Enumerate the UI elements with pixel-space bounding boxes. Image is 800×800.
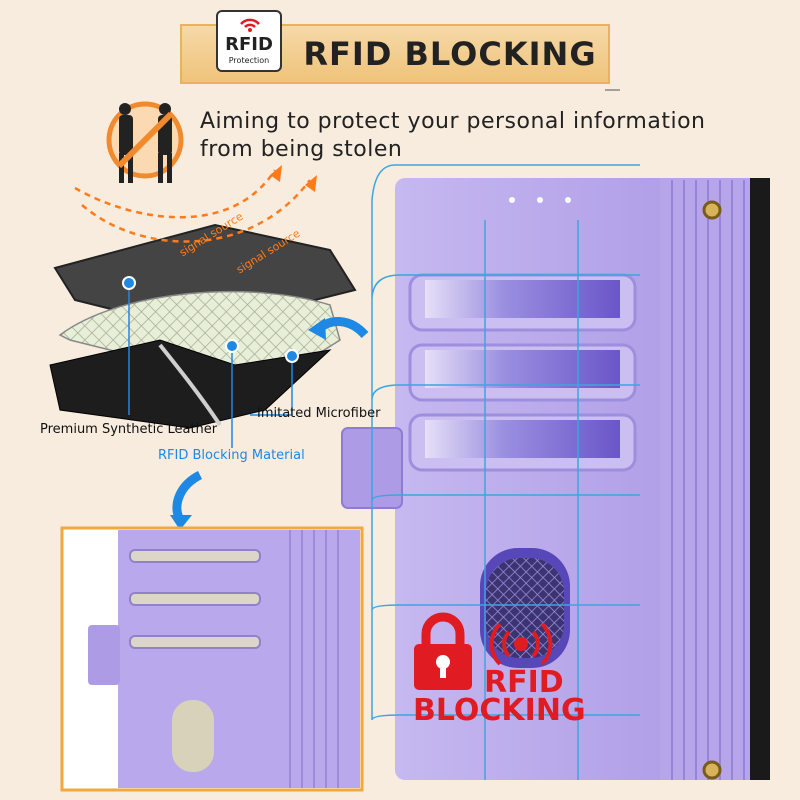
headline-line-2: from being stolen — [200, 137, 403, 162]
rfid-overlay-line1: RFID — [484, 665, 564, 700]
badge-sub: Protection — [228, 56, 270, 65]
banner-title: RFID BLOCKING — [303, 35, 597, 73]
label-rfid-material: RFID Blocking Material — [158, 448, 305, 463]
material-layers — [49, 223, 357, 429]
headline: Aiming to protect your personal informat… — [200, 108, 720, 164]
inset-closeup — [60, 526, 364, 792]
label-leather: Premium Synthetic Leather — [40, 422, 218, 437]
broadcast-icon — [489, 622, 553, 666]
badge-main: RFID — [225, 34, 273, 55]
no-theft-icon — [106, 101, 184, 183]
wifi-icon — [240, 18, 260, 32]
label-microfiber: Imitated Microfiber — [257, 406, 381, 421]
lock-icon — [414, 612, 472, 690]
rfid-overlay-line2: BLOCKING — [413, 693, 586, 728]
rfid-protection-badge: RFID Protection — [216, 10, 282, 72]
headline-line-1: Aiming to protect your personal informat… — [200, 109, 706, 134]
